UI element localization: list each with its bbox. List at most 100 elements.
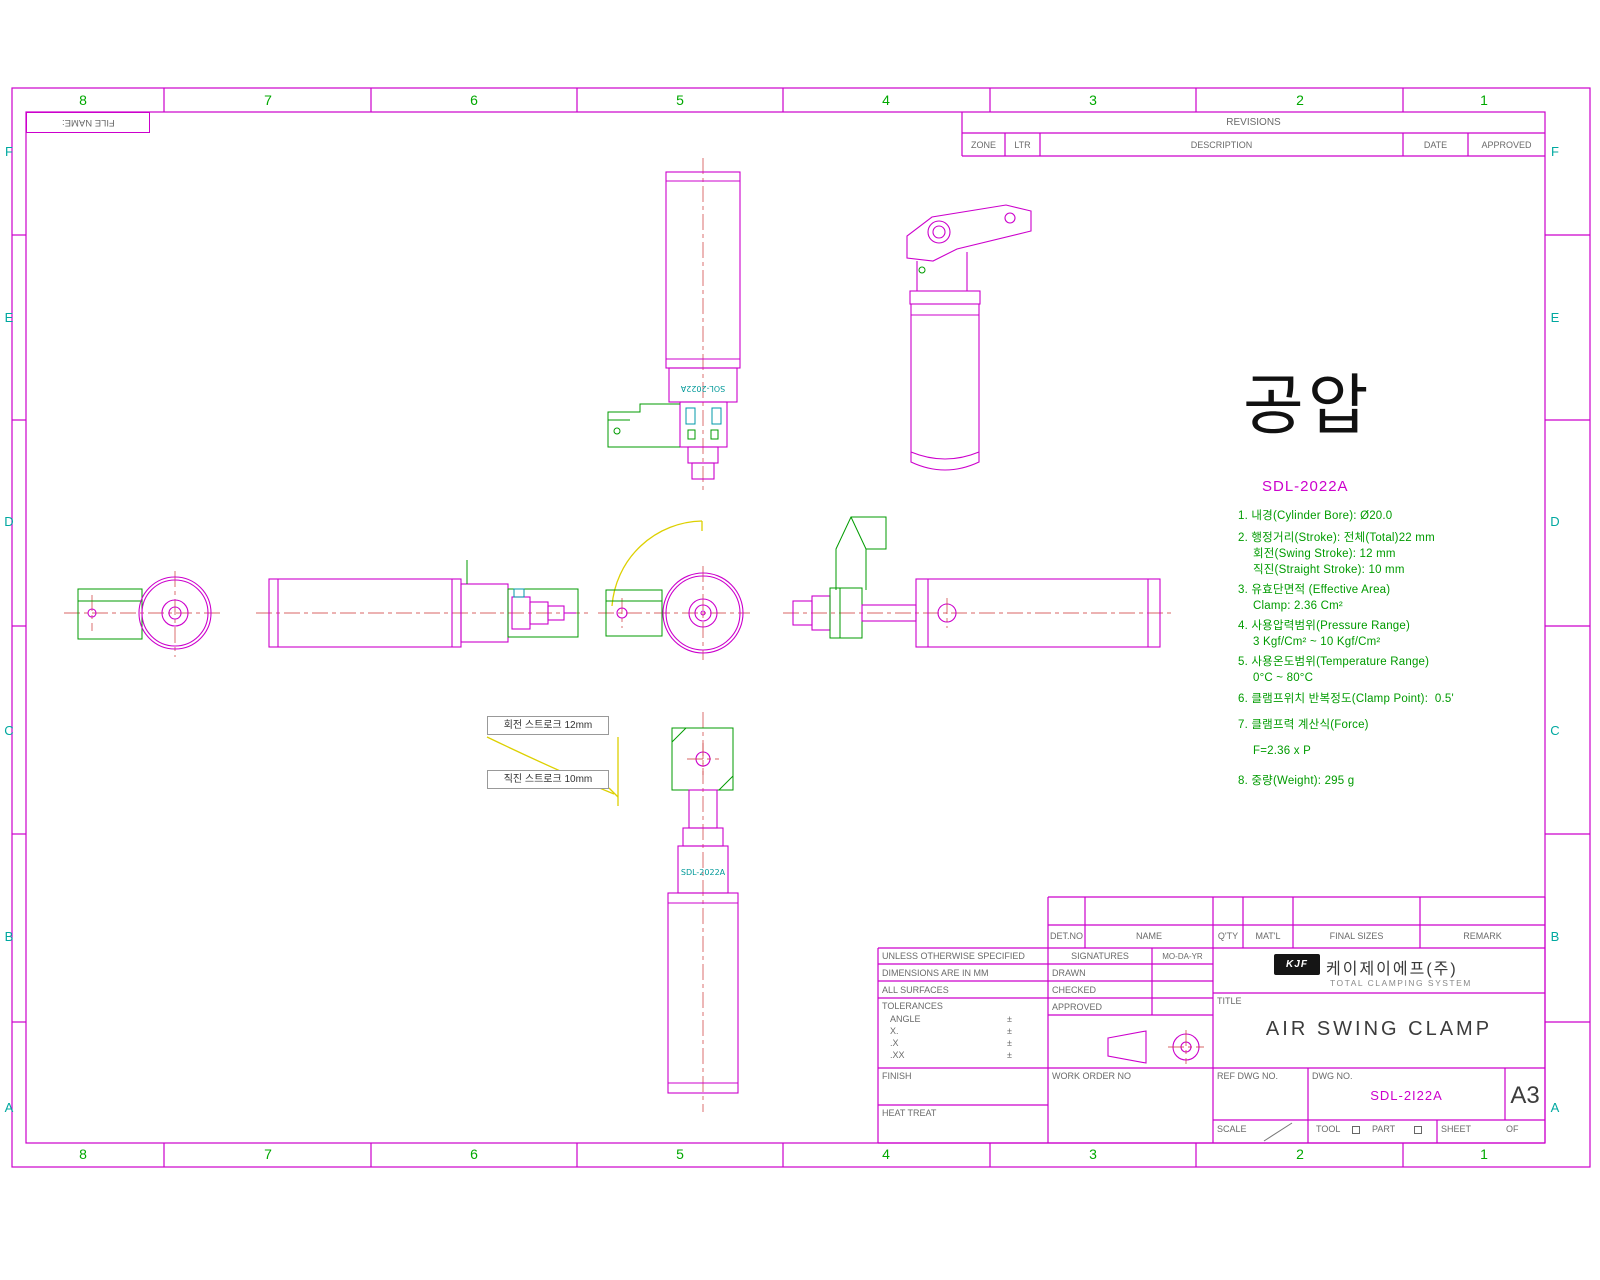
checked-label: CHECKED bbox=[1052, 985, 1097, 995]
view-left-circle bbox=[64, 571, 222, 657]
row-label-left: A bbox=[4, 1100, 14, 1115]
note-tolerances: TOLERANCES bbox=[882, 1001, 943, 1011]
file-name-label: FILE NAME: bbox=[61, 117, 115, 128]
view-clamp-side bbox=[783, 516, 1172, 648]
zone-label-bottom: 2 bbox=[1296, 1146, 1304, 1162]
title-block-grid bbox=[877, 896, 1546, 1144]
zone-label-bottom: 4 bbox=[882, 1146, 890, 1162]
scale-slash-icon bbox=[1263, 1122, 1293, 1142]
row-label-right: C bbox=[1550, 723, 1560, 738]
tolerance-pm: ± bbox=[1007, 1026, 1012, 1036]
scale-label: SCALE bbox=[1217, 1124, 1247, 1134]
file-name-box: FILE NAME: bbox=[26, 112, 150, 133]
zone-label-top: 4 bbox=[882, 92, 890, 108]
note-surfaces: ALL SURFACES bbox=[882, 985, 949, 995]
revisions-col-approved: APPROVED bbox=[1481, 140, 1532, 150]
company-name: 케이제이에프(주) bbox=[1326, 961, 1458, 978]
row-label-left: E bbox=[4, 310, 14, 325]
tolerance-pm: ± bbox=[1007, 1050, 1012, 1060]
projection-symbol-icon bbox=[1107, 1030, 1204, 1064]
parts-col-remark: REMARK bbox=[1463, 931, 1502, 941]
zone-label-top: 8 bbox=[79, 92, 87, 108]
top-view-model-label: SOL-2022A bbox=[680, 384, 725, 393]
spec-line: 직진(Straight Stroke): 10 mm bbox=[1253, 564, 1405, 576]
tolerance-row: .XX ± bbox=[890, 1049, 1012, 1061]
spec-line: 0°C ~ 80°C bbox=[1253, 672, 1314, 684]
parts-col-qty: Q'TY bbox=[1217, 931, 1239, 941]
note-unless: UNLESS OTHERWISE SPECIFIED bbox=[882, 951, 1025, 961]
revisions-col-zone: ZONE bbox=[970, 140, 996, 150]
row-label-right: F bbox=[1551, 144, 1559, 159]
zone-label-top: 5 bbox=[676, 92, 684, 108]
drawn-label: DRAWN bbox=[1052, 968, 1086, 978]
zone-label-bottom: 6 bbox=[470, 1146, 478, 1162]
zone-label-top: 6 bbox=[470, 92, 478, 108]
parts-col-final-sizes: FINAL SIZES bbox=[1329, 931, 1384, 941]
view-isometric bbox=[906, 204, 1032, 471]
zone-label-top: 7 bbox=[264, 92, 272, 108]
parts-col-name: NAME bbox=[1135, 931, 1162, 941]
spec-line: 2. 행정거리(Stroke): 전체(Total)22 mm bbox=[1238, 532, 1435, 544]
signatures-label: SIGNATURES bbox=[1071, 951, 1129, 961]
view-front-circle bbox=[598, 520, 750, 660]
spec-line: 6. 클램프위치 반복정도(Clamp Point): 0.5' bbox=[1238, 693, 1454, 705]
part-label: PART bbox=[1372, 1124, 1396, 1134]
zone-label-top: 2 bbox=[1296, 92, 1304, 108]
company-logo: KJF bbox=[1274, 954, 1320, 975]
spec-line: 5. 사용온도범위(Temperature Range) bbox=[1238, 656, 1430, 668]
row-label-right: D bbox=[1550, 514, 1560, 529]
spec-list: 1. 내경(Cylinder Bore): Ø20.0 2. 행정거리(Stro… bbox=[1238, 508, 1568, 789]
spec-line: 3. 유효단면적 (Effective Area) bbox=[1238, 584, 1391, 596]
row-label-left: C bbox=[4, 723, 14, 738]
spec-line: 3 Kgf/Cm² ~ 10 Kgf/Cm² bbox=[1253, 636, 1381, 648]
tolerance-row: X. ± bbox=[890, 1025, 1012, 1037]
revisions-grid bbox=[961, 112, 1545, 157]
tolerance-label: .X bbox=[890, 1038, 899, 1048]
parts-col-detno: DET.NO bbox=[1049, 931, 1083, 941]
revisions-title: REVISIONS bbox=[1226, 117, 1281, 128]
sheet-frame bbox=[11, 87, 1591, 1168]
zone-label-bottom: 1 bbox=[1480, 1146, 1488, 1162]
work-order-label: WORK ORDER NO bbox=[1052, 1071, 1132, 1081]
revisions-col-description: DESCRIPTION bbox=[1190, 140, 1253, 150]
spec-line: 회전(Swing Stroke): 12 mm bbox=[1253, 548, 1396, 560]
approved-label: APPROVED bbox=[1052, 1002, 1103, 1012]
revisions-col-ltr: LTR bbox=[1014, 140, 1031, 150]
tolerance-label: .XX bbox=[890, 1050, 905, 1060]
spec-line: F=2.36 x P bbox=[1253, 745, 1311, 757]
row-label-left: B bbox=[4, 929, 14, 944]
of-label: OF bbox=[1506, 1124, 1519, 1134]
row-label-right: A bbox=[1550, 1100, 1560, 1115]
tolerance-label: X. bbox=[890, 1026, 899, 1036]
finish-label: FINISH bbox=[882, 1071, 912, 1081]
straight-stroke-callout: 직진 스트로크 10mm bbox=[487, 770, 609, 789]
company-tagline: TOTAL CLAMPING SYSTEM bbox=[1330, 978, 1472, 988]
paper-size: A3 bbox=[1510, 1082, 1540, 1109]
zone-label-bottom: 3 bbox=[1089, 1146, 1097, 1162]
zone-label-top: 3 bbox=[1089, 92, 1097, 108]
row-label-left: D bbox=[4, 514, 14, 529]
drawing-title: AIR SWING CLAMP bbox=[1265, 1018, 1493, 1040]
view-side bbox=[256, 560, 592, 648]
ref-dwg-no-label: REF DWG NO. bbox=[1217, 1071, 1278, 1081]
spec-line: 1. 내경(Cylinder Bore): Ø20.0 bbox=[1238, 510, 1393, 522]
sheet-label: SHEET bbox=[1441, 1124, 1472, 1134]
row-label-right: B bbox=[1550, 929, 1560, 944]
row-label-left: F bbox=[5, 144, 13, 159]
product-model: SDL-2022A bbox=[1262, 478, 1349, 495]
swing-stroke-callout: 회전 스트로크 12mm bbox=[487, 716, 609, 735]
tool-label: TOOL bbox=[1316, 1124, 1341, 1134]
heat-treat-label: HEAT TREAT bbox=[882, 1108, 937, 1118]
tolerance-pm: ± bbox=[1007, 1014, 1012, 1024]
zone-label-bottom: 5 bbox=[676, 1146, 684, 1162]
zone-label-bottom: 7 bbox=[264, 1146, 272, 1162]
tolerance-label: ANGLE bbox=[890, 1014, 921, 1024]
note-dimensions: DIMENSIONS ARE IN MM bbox=[882, 968, 989, 978]
dwg-no-value: SDL-2I22A bbox=[1370, 1088, 1443, 1103]
spec-line: 4. 사용압력범위(Pressure Range) bbox=[1238, 620, 1411, 632]
parts-col-matl: MAT'L bbox=[1255, 931, 1281, 941]
view-bottom: SDL-2022A bbox=[667, 712, 739, 1112]
zone-label-bottom: 8 bbox=[79, 1146, 87, 1162]
